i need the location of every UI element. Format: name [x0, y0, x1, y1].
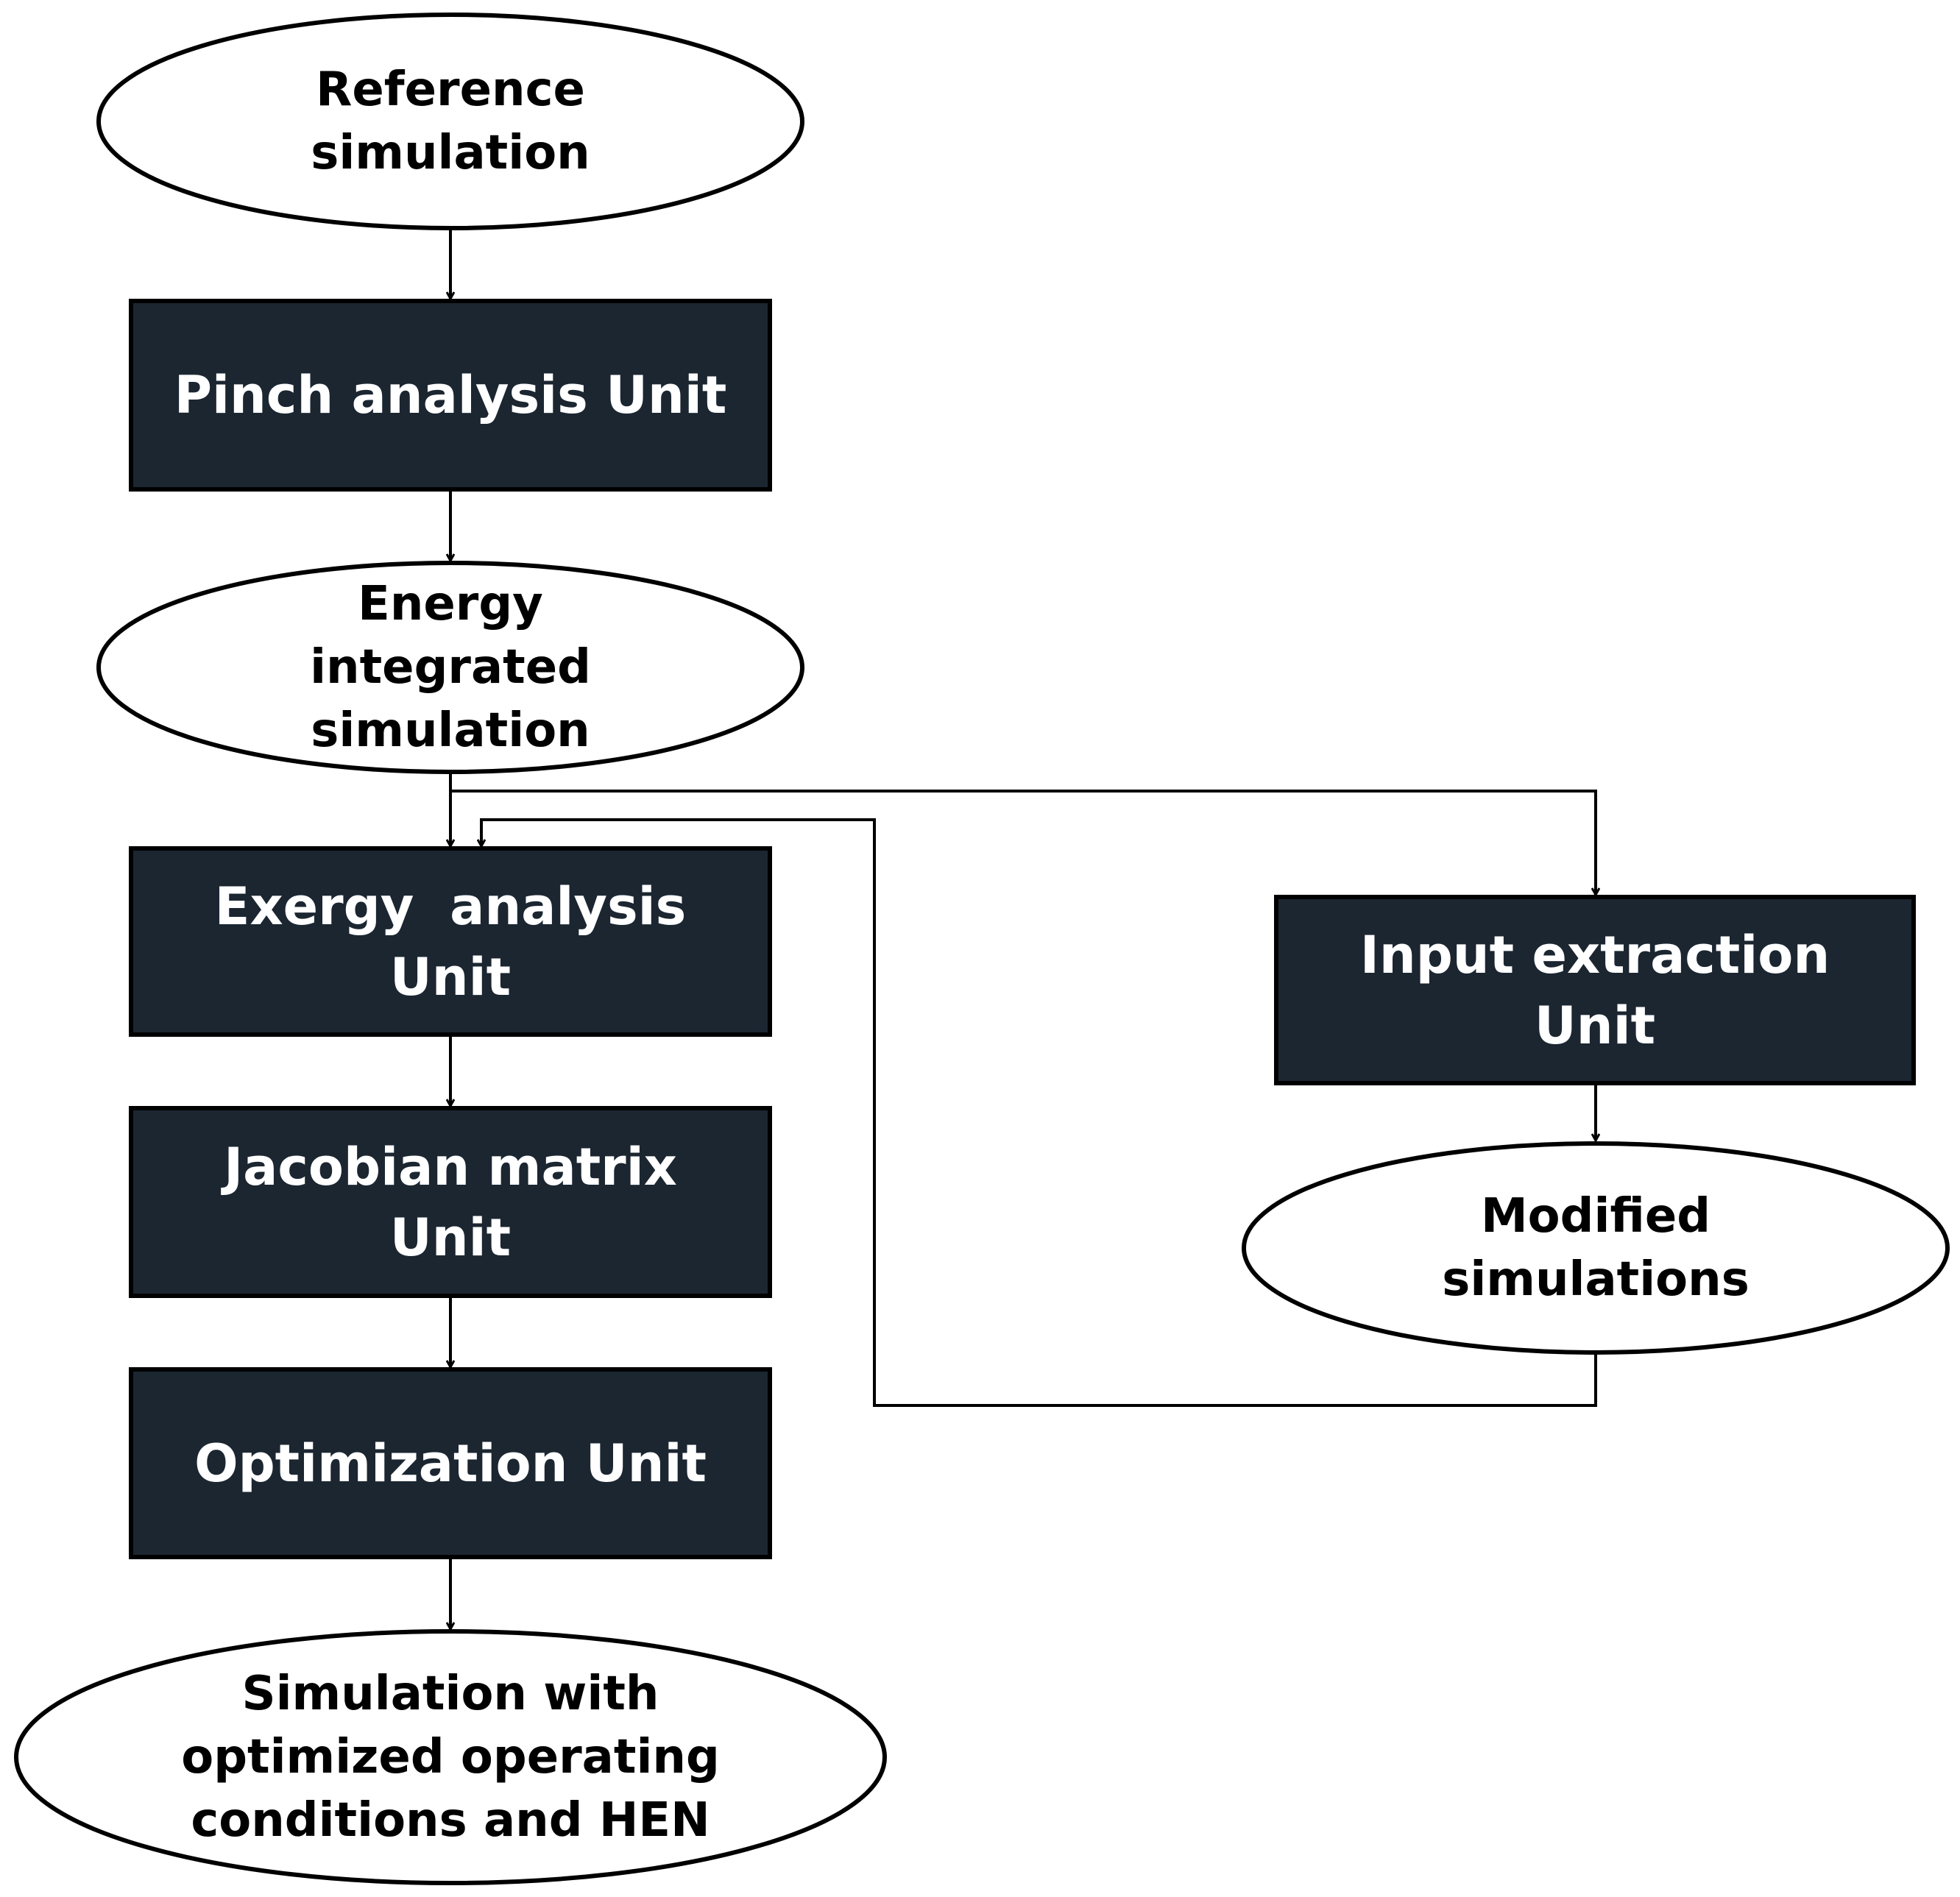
jacobian-matrix-unit-label: Jacobian matrix Unit	[131, 1108, 770, 1296]
box-pinch-analysis-unit	[129, 299, 772, 492]
input-extraction-unit-line1: Input extraction	[1359, 924, 1830, 985]
modified-simulations-line2: simulations	[1442, 1252, 1750, 1307]
connectors	[450, 228, 1596, 1629]
modified-simulations-label: Modified simulations	[1244, 1143, 1947, 1352]
exergy-analysis-unit-label: Exergy analysis Unit	[131, 848, 770, 1035]
reference-simulation-label: Reference simulation	[99, 15, 802, 228]
exergy-analysis-unit-line2: Unit	[389, 946, 512, 1007]
pinch-analysis-unit-line1: Pinch analysis Unit	[174, 365, 727, 425]
energy-integrated-simulation-label: Energy integrated simulation	[99, 563, 802, 772]
simulation-optimized-line3: conditions and HEN	[191, 1793, 710, 1848]
energy-integrated-simulation-line1: Energy	[358, 577, 543, 631]
energy-integrated-simulation-line2: integrated	[310, 640, 591, 695]
pinch-analysis-unit-label: Pinch analysis Unit	[131, 301, 770, 489]
exergy-analysis-unit-line1: Exergy analysis	[214, 876, 687, 937]
ellipse-energy-integrated-simulation	[96, 561, 804, 774]
energy-integrated-simulation-line3: simulation	[311, 703, 590, 758]
jacobian-matrix-unit-line2: Unit	[389, 1207, 512, 1268]
reference-simulation-line2: simulation	[311, 126, 590, 180]
box-optimization-unit	[129, 1367, 772, 1559]
simulation-optimized-label: Simulation with optimized operating cond…	[16, 1631, 885, 1883]
ellipse-modified-simulations	[1242, 1141, 1950, 1355]
box-exergy-analysis-unit	[129, 846, 772, 1037]
box-input-extraction-unit	[1274, 895, 1916, 1085]
modified-simulations-line1: Modified	[1480, 1189, 1711, 1244]
optimization-unit-label: Optimization Unit	[131, 1369, 770, 1557]
arrow-modified-to-exergy	[481, 818, 1597, 1407]
ellipse-simulation-optimized	[14, 1629, 887, 1885]
ellipse-reference-simulation	[96, 13, 804, 230]
shapes	[14, 13, 1950, 1885]
box-jacobian-matrix-unit	[129, 1106, 772, 1298]
reference-simulation-line1: Reference	[316, 63, 585, 117]
simulation-optimized-line1: Simulation with	[241, 1667, 659, 1721]
simulation-optimized-line2: optimized operating	[181, 1730, 720, 1784]
arrow-energy-to-input-extraction	[450, 790, 1596, 895]
jacobian-matrix-unit-line1: Jacobian matrix	[224, 1136, 677, 1197]
input-extraction-unit-line2: Unit	[1534, 995, 1656, 1056]
optimization-unit-line1: Optimization Unit	[194, 1433, 707, 1494]
input-extraction-unit-label: Input extraction Unit	[1276, 897, 1914, 1083]
